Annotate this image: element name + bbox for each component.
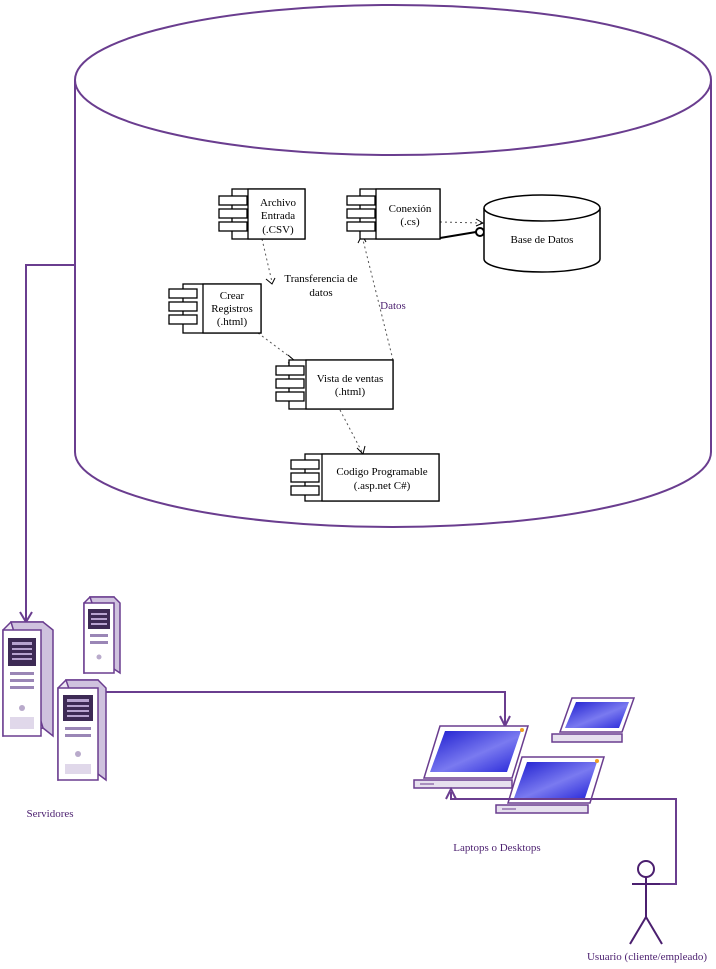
laptop-icon-main — [413, 725, 530, 789]
crear-line3: (.html) — [217, 316, 248, 328]
user-to-laptop-connector — [445, 786, 677, 885]
component-archivo-entrada: Archivo Entrada (.CSV) — [218, 188, 306, 240]
server-cylinder — [74, 4, 712, 528]
component-crear-registros: Crear Registros (.html) — [168, 283, 262, 334]
archivo-line2: Entrada — [261, 210, 295, 222]
crear-line2: Registros — [211, 303, 253, 315]
user-label: Usuario (cliente/empleado) — [587, 951, 707, 963]
dependency-lines — [257, 221, 483, 453]
servers-label: Servidores — [26, 808, 73, 820]
cylinder-to-server-connector — [19, 264, 75, 624]
conexion-line2: (.cs) — [400, 216, 420, 228]
component-conexion: Conexión (.cs) — [346, 188, 441, 240]
server-tower-icon — [2, 621, 54, 738]
vista-line1: Vista de ventas — [317, 373, 384, 385]
database-cylinder: Base de Datos — [483, 194, 601, 273]
db-interface-connector — [439, 227, 485, 239]
codigo-line2: (.asp.net C#) — [354, 480, 411, 492]
conexion-line1: Conexión — [389, 203, 432, 215]
database-label: Base de Datos — [511, 234, 574, 246]
archivo-line1: Archivo — [260, 197, 297, 209]
edge-label-transferencia-2: datos — [309, 287, 332, 299]
archivo-line3: (.CSV) — [262, 224, 294, 236]
component-codigo-programable: Codigo Programable (.asp.net C#) — [290, 453, 440, 502]
codigo-line1: Codigo Programable — [336, 466, 427, 478]
laptop-icon-front — [495, 756, 606, 814]
edge-label-transferencia-1: Transferencia de — [284, 273, 357, 285]
dependency-arrowheads — [265, 218, 485, 455]
server-tower-small-icon — [83, 596, 121, 675]
edge-label-datos: Datos — [380, 300, 406, 312]
laptops-label: Laptops o Desktops — [453, 842, 540, 854]
crear-line1: Crear — [220, 290, 245, 302]
user-actor-icon — [629, 860, 663, 945]
server-to-laptop-connector — [106, 691, 511, 729]
laptop-icon — [551, 697, 636, 743]
component-vista-ventas: Vista de ventas (.html) — [275, 359, 394, 410]
vista-line2: (.html) — [335, 386, 366, 398]
server-tower-front-icon — [57, 679, 107, 782]
